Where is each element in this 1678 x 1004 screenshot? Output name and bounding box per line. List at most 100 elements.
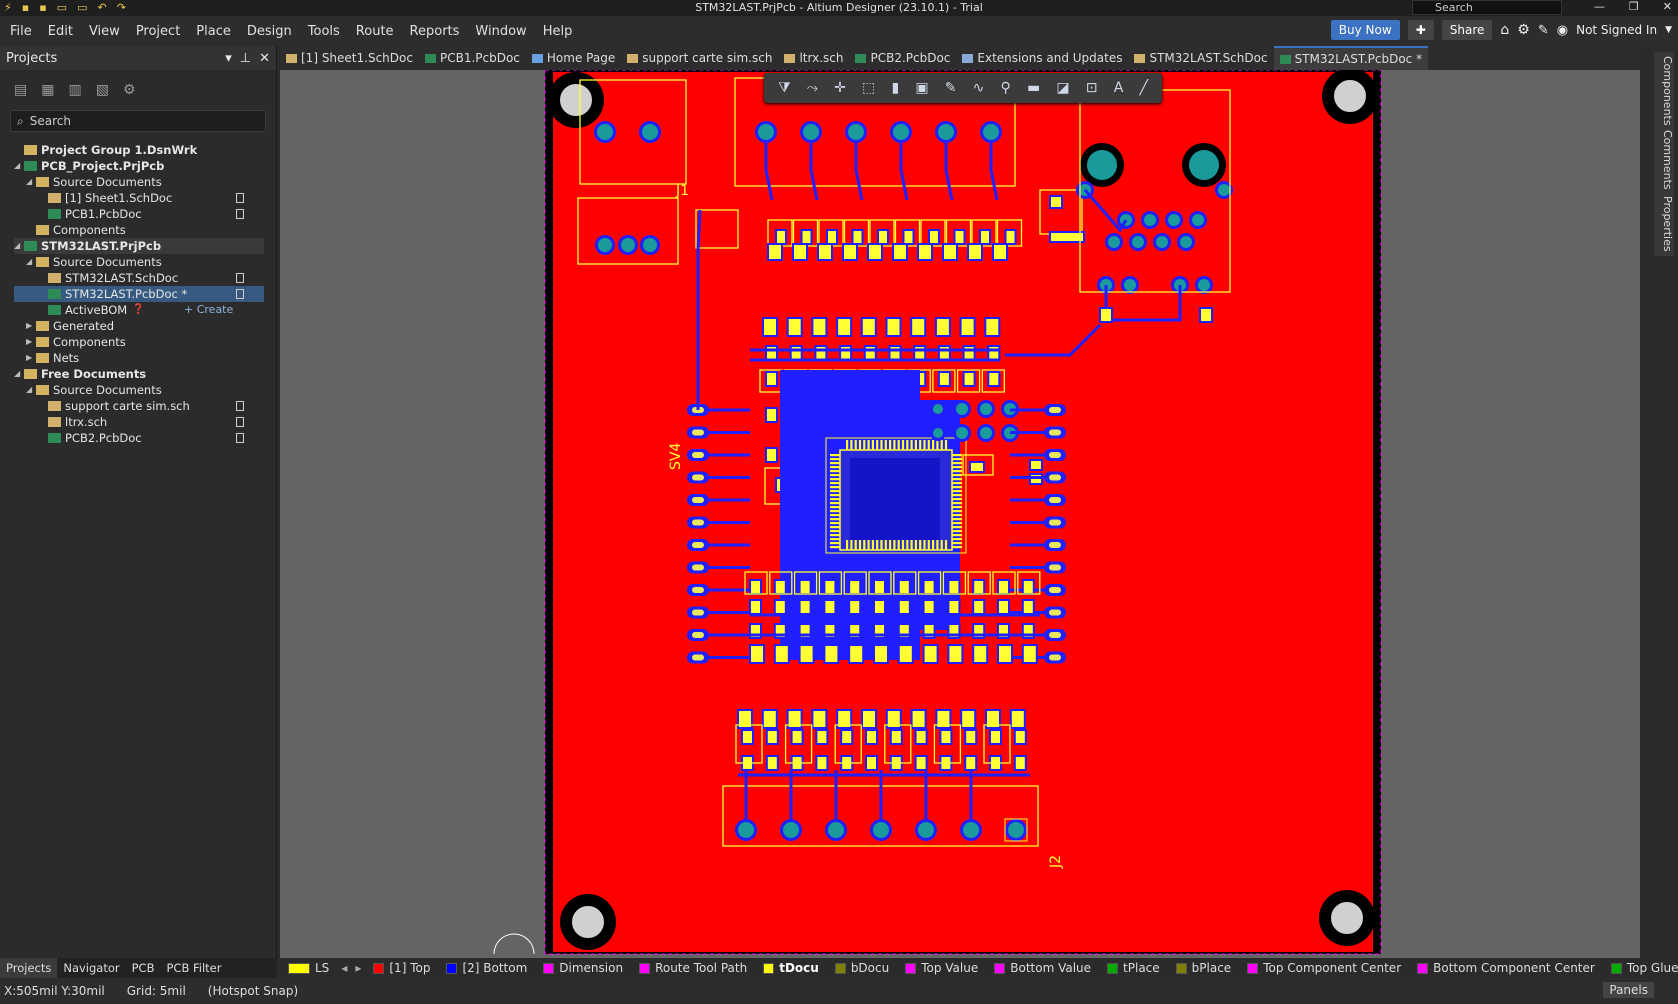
tree-item[interactable]: ◢STM32LAST.PrjPcb [14,238,264,254]
chevron-down-icon[interactable]: ◢ [14,369,21,378]
chevron-down-icon[interactable]: ◢ [26,385,33,394]
tree-item[interactable]: STM32LAST.SchDoc [14,270,264,286]
close-project-icon[interactable]: ▥ [68,82,82,98]
line-icon[interactable]: ╱ [1139,80,1148,96]
select-rect-icon[interactable]: ⬚ [862,80,876,96]
chevron-down-icon[interactable]: ◢ [26,257,33,266]
doc-tab[interactable]: [1] Sheet1.SchDoc [280,46,419,70]
interactive-route-icon[interactable]: ✎ [944,80,957,96]
pin-icon[interactable]: ⊥ [239,50,252,66]
doc-tab[interactable]: STM32LAST.SchDoc [1128,46,1273,70]
tree-item[interactable]: ActiveBOM❓+ Create [14,302,264,318]
layer-tab[interactable]: Top Value [897,961,986,975]
chevron-down-icon[interactable]: ◢ [14,241,21,250]
layer-tab[interactable]: tPlace [1099,961,1168,975]
chevron-right-icon[interactable]: ▶ [26,321,33,330]
doc-tab[interactable]: PCB2.PcbDoc [849,46,956,70]
tab-projects[interactable]: Projects [0,958,58,978]
gear-icon[interactable]: ⚙ [1517,22,1530,38]
tree-item[interactable]: ◢Free Documents [14,366,264,382]
comments-panel-tab[interactable]: Comments [1654,126,1674,194]
menu-window[interactable]: Window [475,23,527,39]
layer-tab[interactable]: bPlace [1168,961,1240,975]
chevron-down-icon[interactable]: ◢ [26,177,33,186]
tree-item[interactable]: support carte sim.sch [14,398,264,414]
close-icon[interactable]: ✕ [1662,0,1672,13]
layer-scroll-right-icon[interactable]: ▸ [355,961,362,975]
layer-tab[interactable]: Bottom Value [986,961,1099,975]
buy-now-button[interactable]: Buy Now [1330,20,1400,40]
minimize-icon[interactable]: — [1593,0,1605,13]
save-all-icon[interactable]: ▪ [39,1,47,14]
menu-view[interactable]: View [88,23,120,39]
tree-item[interactable]: PCB1.PcbDoc [14,206,264,222]
components-panel-tab[interactable]: Components [1654,52,1674,130]
doc-tab[interactable]: Extensions and Updates [956,46,1128,70]
layer-tab[interactable]: bDocu [827,961,897,975]
redo-icon[interactable]: ↷ [116,1,126,14]
tree-item[interactable]: ▶Components [14,334,264,350]
fill-icon[interactable]: ▬ [1026,80,1041,96]
tab-pcb-filter[interactable]: PCB Filter [166,961,222,975]
doc-tab[interactable]: support carte sim.sch [621,46,778,70]
project-options-icon[interactable]: ▧ [95,82,109,98]
menu-place[interactable]: Place [196,23,231,39]
tree-item[interactable]: ◢Source Documents [14,174,264,190]
tree-item[interactable]: ◢Source Documents [14,382,264,398]
route-icon[interactable]: ⤳ [806,80,818,96]
layer-scroll-left-icon[interactable]: ◂ [341,961,348,975]
align-icon[interactable]: ▮ [891,80,900,96]
menu-file[interactable]: File [10,23,32,39]
comment-icon[interactable]: ✚ [1407,20,1434,40]
app-icon[interactable]: ⚡ [4,1,12,14]
chevron-down-icon[interactable]: ▼ [1665,25,1672,35]
menu-edit[interactable]: Edit [47,23,73,39]
component-icon[interactable]: ▣ [915,80,929,96]
tab-pcb[interactable]: PCB [131,961,155,975]
user-icon[interactable]: ◉ [1556,22,1569,38]
crosshair-icon[interactable]: ✛ [834,80,846,96]
filter-icon[interactable]: ⧩ [778,80,791,96]
tree-item[interactable]: ◢PCB_Project.PrjPcb [14,158,264,174]
save-all-icon[interactable]: ▦ [41,82,55,98]
create-bom-link[interactable]: + Create [184,303,234,316]
maximize-icon[interactable]: ❐ [1628,0,1639,13]
layer-tab[interactable]: Route Tool Path [631,961,755,975]
diff-pair-icon[interactable]: ∿ [972,80,985,96]
doc-tab[interactable]: PCB1.PcbDoc [419,46,526,70]
settings-icon[interactable]: ⚙ [122,82,136,98]
open-icon[interactable]: ▭ [56,1,68,14]
tree-item[interactable]: ▶Generated [14,318,264,334]
layer-tab[interactable]: tDocu [755,961,827,975]
layer-tab[interactable]: [1] Top [365,961,438,975]
tree-item[interactable]: ltrx.sch [14,414,264,430]
share-button[interactable]: Share [1441,20,1493,40]
chevron-right-icon[interactable]: ▶ [26,337,33,346]
save-project-icon[interactable]: ▤ [14,82,28,98]
tree-item[interactable]: ◢Source Documents [14,254,264,270]
doc-tab[interactable]: STM32LAST.PcbDoc * [1273,46,1429,70]
tree-item[interactable]: Components [14,222,264,238]
tree-item[interactable]: [1] Sheet1.SchDoc [14,190,264,206]
layer-tab[interactable]: [2] Bottom [438,961,535,975]
layer-tab[interactable]: Top Glue Points [1603,961,1678,975]
menu-reports[interactable]: Reports [409,23,460,39]
tree-item[interactable]: ▶Nets [14,350,264,366]
menu-help[interactable]: Help [542,23,573,39]
sign-in-label[interactable]: Not Signed In [1576,23,1658,37]
layer-tab[interactable]: Top Component Center [1239,961,1409,975]
polygon-icon[interactable]: ⊡ [1085,80,1098,96]
region-icon[interactable]: ◪ [1056,80,1070,96]
text-icon[interactable]: A [1113,80,1124,96]
tab-navigator[interactable]: Navigator [63,961,120,975]
panel-menu-icon[interactable]: ▾ [225,50,232,66]
layer-tab[interactable]: Bottom Component Center [1409,961,1603,975]
menu-design[interactable]: Design [246,23,292,39]
chevron-down-icon[interactable]: ◢ [14,161,21,170]
layer-tab[interactable]: Dimension [535,961,631,975]
open-project-icon[interactable]: ▭ [77,1,88,14]
panel-close-icon[interactable]: ✕ [259,50,270,66]
save-icon[interactable]: ▪ [21,1,30,14]
